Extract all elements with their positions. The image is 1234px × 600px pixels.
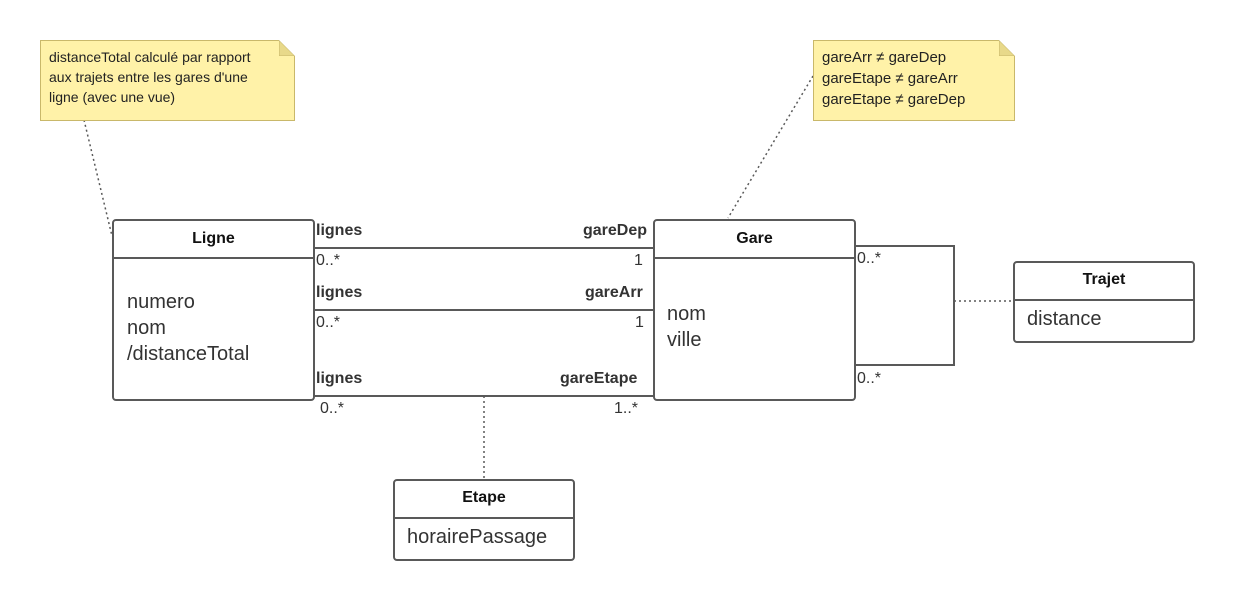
attribute: /distanceTotal: [127, 343, 250, 365]
multiplicity-lignes-etape: 0..*: [320, 400, 345, 417]
class-title: Gare: [655, 221, 854, 259]
multiplicity-trajet-top: 0..*: [857, 250, 882, 267]
multiplicity-lignes-dep: 0..*: [316, 252, 341, 269]
class-trajet[interactable]: Trajet distance: [1013, 261, 1195, 343]
class-gare[interactable]: Gare nom ville: [653, 219, 856, 401]
class-etape[interactable]: Etape horairePassage: [393, 479, 575, 561]
note-link-distance: [83, 119, 113, 237]
assoc-line-trajet[interactable]: [855, 245, 955, 366]
note-line: distanceTotal calculé par rapport: [49, 49, 251, 65]
note-constraints[interactable]: gareArr ≠ gareDep gareEtape ≠ gareArr ga…: [813, 40, 1015, 121]
note-fold-icon: [279, 40, 295, 56]
attribute: nom: [667, 303, 706, 325]
attribute: nom: [127, 317, 166, 339]
note-fold-icon: [999, 40, 1015, 56]
note-line: ligne (avec une vue): [49, 89, 176, 105]
class-title: Etape: [395, 481, 573, 519]
class-title: Trajet: [1015, 263, 1193, 301]
attribute: ville: [667, 329, 702, 351]
attribute: numero: [127, 291, 195, 313]
class-attributes: distance: [1015, 301, 1193, 331]
role-label-gare-etape: gareEtape: [560, 370, 638, 387]
class-title: Ligne: [114, 221, 313, 259]
multiplicity-trajet-bottom: 0..*: [857, 370, 882, 387]
role-label-lignes-dep: lignes: [316, 222, 363, 239]
multiplicity-gare-arr: 1: [635, 314, 644, 331]
multiplicity-gare-dep: 1: [634, 252, 643, 269]
role-label-lignes-etape: lignes: [316, 370, 363, 387]
class-attributes: numero nom /distanceTotal: [114, 259, 313, 367]
attribute: distance: [1027, 308, 1102, 330]
role-label-gare-dep: gareDep: [583, 222, 648, 239]
multiplicity-gare-etape: 1..*: [614, 400, 639, 417]
attribute: horairePassage: [407, 526, 548, 548]
role-label-lignes-arr: lignes: [316, 284, 363, 301]
multiplicity-lignes-arr: 0..*: [316, 314, 341, 331]
note-line: gareArr ≠ gareDep: [822, 49, 947, 66]
note-line: aux trajets entre les gares d'une: [49, 69, 248, 85]
class-ligne[interactable]: Ligne numero nom /distanceTotal: [112, 219, 315, 401]
note-link-constraints: [727, 75, 814, 219]
class-attributes: nom ville: [655, 259, 854, 353]
note-line: gareEtape ≠ gareArr: [822, 70, 958, 87]
note-line: gareEtape ≠ gareDep: [822, 91, 966, 108]
role-label-gare-arr: gareArr: [585, 284, 643, 301]
note-distance-total[interactable]: distanceTotal calculé par rapport aux tr…: [40, 40, 295, 121]
class-attributes: horairePassage: [395, 519, 573, 549]
